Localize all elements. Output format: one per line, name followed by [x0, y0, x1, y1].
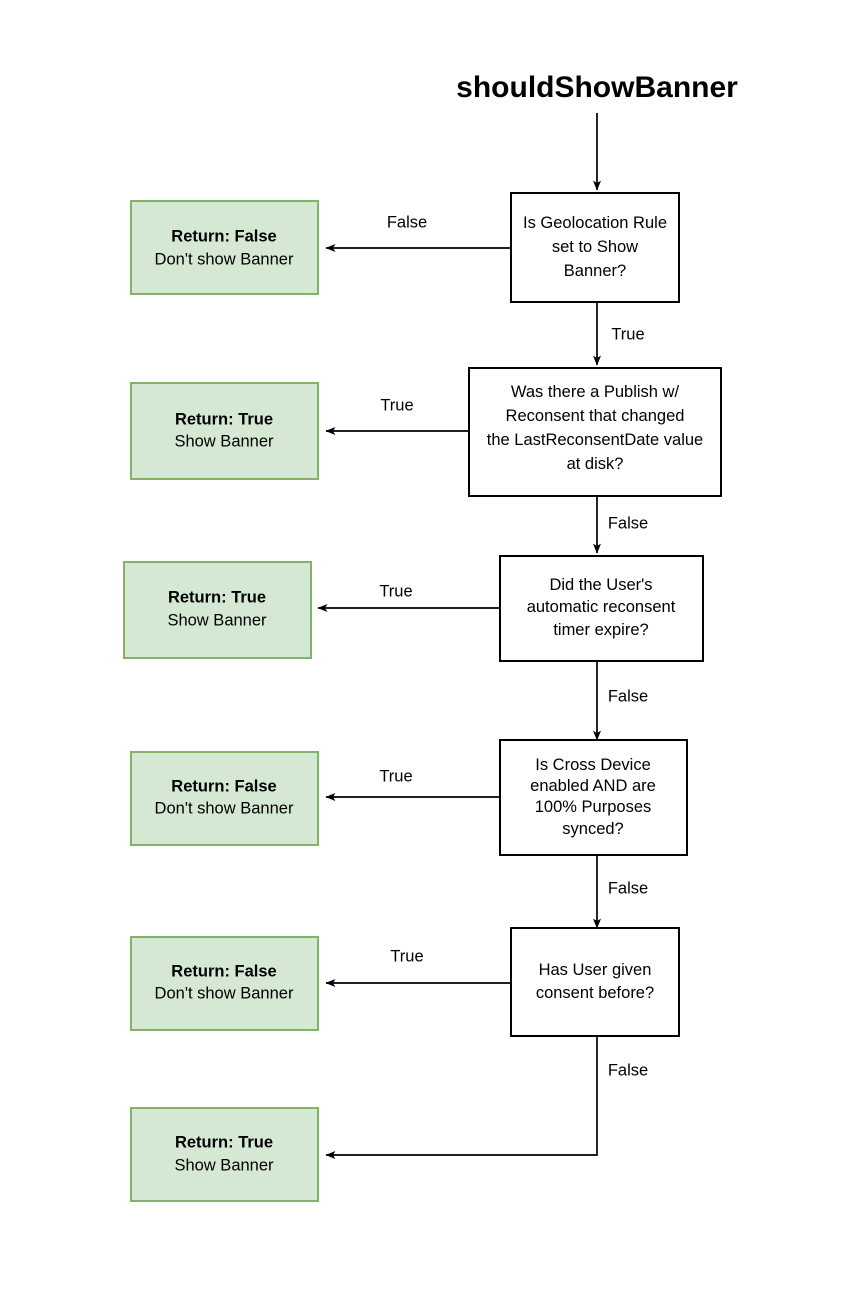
decision-line-text: Is Cross Device	[535, 756, 651, 774]
decision-line-text: timer expire?	[553, 621, 648, 639]
edge-label-timer-false: False	[608, 687, 648, 705]
terminal-subtitle: Show Banner	[174, 432, 274, 450]
terminal-subtitle: Show Banner	[167, 611, 267, 629]
edge-label-geolocation-true: True	[611, 325, 644, 343]
decision-line-text: Reconsent that changed	[506, 407, 685, 425]
terminal-node-return-false-2[interactable]: Return: False Don't show Banner	[130, 751, 319, 846]
decision-line-text: 100% Purposes	[535, 798, 652, 816]
decision-node-cross-device-sync[interactable]: Is Cross Device enabled AND are 100% Pur…	[499, 739, 688, 856]
decision-line-text: Has User given	[539, 961, 652, 979]
edge-label-geolocation-false: False	[387, 213, 427, 231]
edge-label-consent-true: True	[390, 947, 423, 965]
decision-line-text: Did the User's	[549, 576, 652, 594]
diagram-title: shouldShowBanner	[456, 71, 738, 104]
terminal-node-return-false-1[interactable]: Return: False Don't show Banner	[130, 200, 319, 295]
decision-line-text: synced?	[562, 820, 623, 838]
svg-text:enabled AND are: enabled AND are	[530, 777, 656, 795]
decision-line-text: ?	[617, 262, 626, 280]
svg-text:Is Cross Device: Is Cross Device	[535, 756, 651, 774]
terminal-node-return-true-2[interactable]: Return: True Show Banner	[123, 561, 312, 659]
svg-text:consent before?: consent before?	[536, 984, 654, 1002]
edge-label-publish-true: True	[380, 396, 413, 414]
decision-line-text: consent before?	[536, 984, 654, 1002]
edge-label-timer-true: True	[379, 582, 412, 600]
edge-label-publish-false: False	[608, 514, 648, 532]
terminal-title: Return: False	[171, 777, 276, 795]
decision-line-text: set to	[552, 238, 597, 256]
svg-text:Banner?: Banner?	[564, 262, 626, 280]
decision-node-prior-consent[interactable]: Has User given consent before?	[510, 927, 680, 1037]
terminal-subtitle: Show Banner	[174, 1156, 274, 1174]
decision-line-text: enabled AND are	[530, 777, 656, 795]
svg-text:synced?: synced?	[562, 820, 623, 838]
decision-node-reconsent-timer[interactable]: Did the User's automatic reconsent timer…	[499, 555, 704, 662]
terminal-title: Return: False	[171, 962, 276, 980]
svg-text:Did the User's: Did the User's	[549, 576, 652, 594]
svg-text:Reconsent that changed: Reconsent that changed	[506, 407, 685, 425]
edge-label-consent-false: False	[608, 1061, 648, 1079]
svg-text:100% Purposes: 100% Purposes	[535, 798, 652, 816]
decision-line-text: Is Geolocation Rule	[523, 214, 667, 232]
terminal-node-return-true-1[interactable]: Return: True Show Banner	[130, 382, 319, 480]
edge-label-crossdevice-false: False	[608, 879, 648, 897]
terminal-title: Return: True	[168, 588, 266, 606]
svg-text:automatic reconsent: automatic reconsent	[527, 598, 676, 616]
svg-text:timer expire?: timer expire?	[553, 621, 648, 639]
terminal-subtitle: Don't show Banner	[155, 799, 294, 817]
decision-node-geolocation-rule[interactable]: Is Geolocation Rule set to Show Banner?	[510, 192, 680, 303]
decision-node-publish-reconsent[interactable]: Was there a Publish w/ Reconsent that ch…	[468, 367, 722, 497]
decision-line-text: the LastReconsentDate value	[487, 431, 703, 449]
terminal-title: Return: True	[175, 410, 273, 428]
svg-text:Was there a Publish w/: Was there a Publish w/	[511, 383, 680, 401]
terminal-subtitle: Don't show Banner	[155, 984, 294, 1002]
terminal-title: Return: True	[175, 1133, 273, 1151]
terminal-title: Return: False	[171, 227, 276, 245]
svg-text:Is Geolocation Rule: Is Geolocation Rule	[523, 214, 667, 232]
edge-consent-to-return-true-3	[325, 1036, 598, 1159]
decision-line-text-bold: Banner	[564, 262, 618, 280]
svg-text:at disk?: at disk?	[567, 455, 624, 473]
terminal-node-return-true-3[interactable]: Return: True Show Banner	[130, 1107, 319, 1202]
svg-text:Has User given: Has User given	[539, 961, 652, 979]
decision-line-text-bold: Show	[597, 238, 638, 256]
svg-text:set to Show: set to Show	[552, 238, 638, 256]
svg-text:the LastReconsentDate value: the LastReconsentDate value	[487, 431, 703, 449]
terminal-node-return-false-3[interactable]: Return: False Don't show Banner	[130, 936, 319, 1031]
decision-line-text: at disk?	[567, 455, 624, 473]
terminal-subtitle: Don't show Banner	[155, 250, 294, 268]
decision-line-text: Was there a Publish w/	[511, 383, 680, 401]
decision-line-text: automatic reconsent	[527, 598, 676, 616]
edge-label-crossdevice-true: True	[379, 767, 412, 785]
